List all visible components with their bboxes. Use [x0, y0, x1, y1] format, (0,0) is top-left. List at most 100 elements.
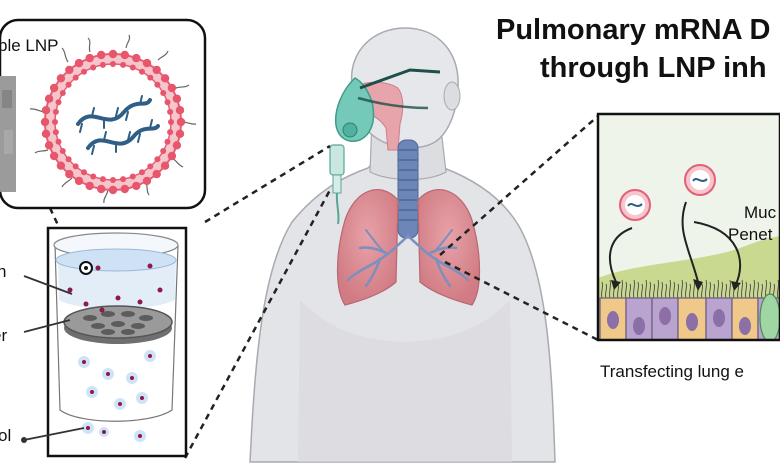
cilium [684, 281, 688, 299]
cilium [652, 283, 656, 299]
lipid-head [59, 148, 66, 154]
lipid-head [65, 156, 72, 163]
epithelium-inset [596, 112, 780, 342]
nebulizer-label-aerosol: ol [0, 426, 12, 445]
cilium [756, 281, 760, 299]
lipid-head [132, 53, 141, 63]
inhalation-mask [329, 68, 441, 225]
lipid-head [108, 49, 118, 59]
cilium [640, 283, 644, 299]
lipid-head [132, 181, 141, 191]
lipid-head [160, 90, 167, 96]
lipid-head [139, 68, 145, 75]
lipid-head [99, 61, 106, 68]
cilium [600, 281, 604, 299]
lipid-head [85, 181, 94, 191]
lipid-head [90, 64, 97, 71]
lipid-head [175, 106, 185, 115]
lipid-head [120, 50, 129, 60]
cilium [720, 281, 724, 299]
cilium [644, 279, 648, 299]
lipid-head [154, 81, 161, 88]
cilium [708, 281, 712, 299]
lipid-head [129, 173, 136, 180]
human-figure [249, 27, 556, 463]
nebulizer-inset [21, 226, 188, 458]
lipid-head [164, 138, 171, 145]
lipid-head [56, 74, 66, 83]
trachea [397, 139, 419, 239]
lnp-inset [0, 18, 207, 210]
lipid-head [52, 119, 58, 125]
lipid-head [152, 65, 161, 75]
cilium [728, 279, 732, 299]
vibrating-mesh [63, 305, 173, 344]
aerosol-droplets [78, 350, 156, 442]
cilium [632, 279, 636, 299]
cilium [656, 279, 660, 299]
lipid-head [49, 83, 59, 93]
cilium [752, 279, 756, 299]
nebulizer-label-mesh: er [0, 326, 8, 345]
lipid-head [160, 161, 170, 170]
lipid-head [164, 99, 171, 106]
lipid-head [167, 83, 177, 93]
mrna-strands [76, 95, 160, 155]
lipid-head [176, 117, 186, 127]
cilium [648, 281, 652, 299]
lipid-head [110, 177, 116, 183]
cilium [660, 281, 664, 299]
lipid-head [65, 65, 74, 75]
cilia [600, 279, 780, 299]
lipid-head [97, 184, 106, 194]
lnp-inset-label: ble LNP [0, 36, 59, 55]
cilium [716, 279, 720, 299]
lipid-head [120, 61, 127, 68]
lipid-head [81, 68, 87, 75]
cell-nuclei [607, 307, 751, 335]
cilium [620, 279, 624, 299]
cilium [700, 283, 704, 299]
lipid-head [59, 90, 66, 96]
lipid-head [167, 108, 174, 115]
cilium [604, 283, 608, 299]
lipid-head [142, 176, 152, 186]
lipid-head [108, 185, 118, 195]
lipid-heads [40, 49, 186, 195]
lipid-head [172, 141, 182, 150]
cilium [608, 279, 612, 299]
mucus-label-line-2: Penet [728, 225, 773, 244]
lipid-head [52, 108, 59, 115]
title-line-1: Pulmonary mRNA D [496, 14, 771, 46]
leader-lines [23, 275, 85, 441]
lipid-head [167, 151, 177, 161]
cilium [624, 281, 628, 299]
lipid-head [52, 129, 59, 136]
cilium [668, 279, 672, 299]
nebulizer-label-solution: n [0, 262, 7, 281]
lipid-head [74, 176, 84, 186]
lipid-head [160, 148, 167, 154]
cilium [664, 283, 668, 299]
cilium [704, 279, 708, 299]
lipid-head [154, 156, 161, 163]
lipid-head [142, 58, 152, 68]
cilium [680, 279, 684, 299]
lipid-head [120, 184, 129, 194]
epithelium-lnps [619, 164, 716, 221]
lipid-head [72, 74, 79, 81]
mucus-label-line-1: Muc [744, 203, 777, 222]
cilium [744, 281, 748, 299]
lipid-head [74, 58, 84, 68]
lipid-head [167, 129, 174, 136]
lipid-head [99, 176, 106, 183]
lipid-head [81, 169, 87, 176]
cilium [636, 281, 640, 299]
lipid-head [139, 169, 145, 176]
lipid-head [65, 81, 72, 88]
penetration-arrows [608, 201, 742, 285]
lipid-head [120, 176, 127, 183]
lipid-head [160, 74, 170, 83]
